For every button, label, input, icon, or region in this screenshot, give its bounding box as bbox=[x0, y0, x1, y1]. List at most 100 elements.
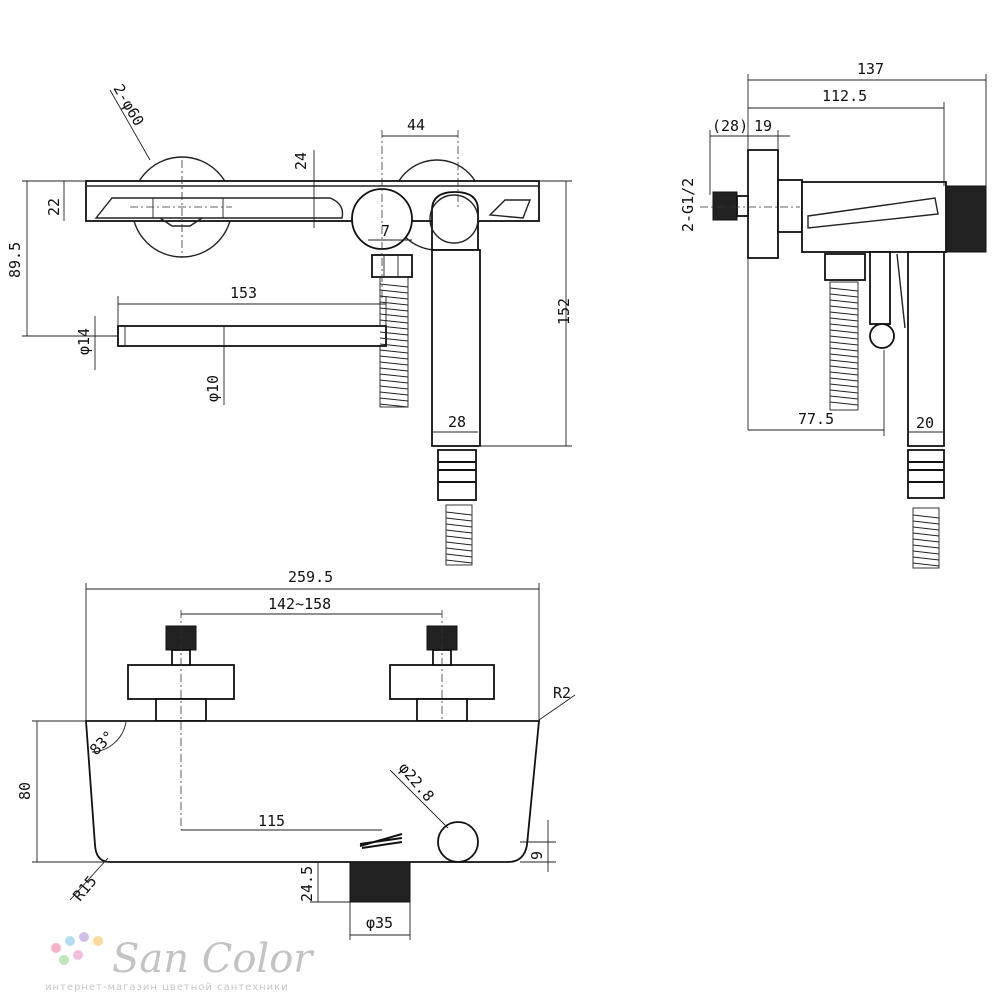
hand-shower bbox=[431, 249, 481, 447]
dim-153: 153 bbox=[230, 284, 257, 302]
logo-dot bbox=[79, 932, 89, 942]
logo-dot bbox=[65, 936, 75, 946]
temperature-knob bbox=[945, 185, 987, 253]
logo-dot bbox=[51, 943, 61, 953]
hose-coil-line bbox=[829, 389, 859, 394]
dim-phi10: φ10 bbox=[204, 375, 222, 402]
hose-coil-line bbox=[379, 349, 409, 354]
hose-coil-line bbox=[379, 367, 409, 372]
dim-19: 19 bbox=[754, 117, 772, 135]
top-body bbox=[85, 720, 540, 863]
dim-259-5: 259.5 bbox=[288, 568, 333, 586]
front-view: 2-φ60 44 24 22 89.5 7 153 152 φ14 φ10 28 bbox=[6, 81, 573, 566]
hose-coil-line bbox=[912, 526, 940, 531]
logo-dot bbox=[59, 955, 69, 965]
hose-coil-line bbox=[912, 556, 940, 561]
hose-coil-line bbox=[379, 307, 409, 312]
hose-coil-line bbox=[829, 293, 859, 298]
hose-coil-line bbox=[912, 550, 940, 555]
hose-coil-line bbox=[829, 347, 859, 352]
hose-coil-line bbox=[379, 355, 409, 360]
dim-2phi60: 2-φ60 bbox=[110, 81, 148, 129]
hose-coil-line bbox=[379, 361, 409, 366]
side-view: 137 112.5 (28) 19 2-G1/2 77.5 20 bbox=[679, 60, 987, 569]
brand-logo-text: San Color bbox=[112, 936, 315, 982]
dim-80: 80 bbox=[16, 782, 34, 800]
top-view: 259.5 142~158 R2 83° 80 φ22.8 115 9 R15 … bbox=[16, 568, 576, 940]
hose-coil-line bbox=[379, 385, 409, 390]
hose-coil-line bbox=[445, 541, 473, 546]
dim-24-5: 24.5 bbox=[298, 866, 316, 902]
hose-coil-line bbox=[379, 379, 409, 384]
dim-r15: R15 bbox=[69, 872, 100, 904]
hose-coil-line bbox=[912, 520, 940, 525]
dim-22: 22 bbox=[45, 198, 63, 216]
dim-phi35: φ35 bbox=[366, 914, 393, 932]
hose-coil-line bbox=[379, 289, 409, 294]
hose-coil-line bbox=[379, 391, 409, 396]
dim-2-g1-2: 2-G1/2 bbox=[679, 178, 697, 232]
dim-r2: R2 bbox=[553, 684, 571, 702]
dim-24: 24 bbox=[292, 152, 310, 170]
hose-coil-line bbox=[829, 353, 859, 358]
hose-coil-line bbox=[379, 283, 409, 288]
dim-112-5: 112.5 bbox=[822, 87, 867, 105]
dim-137: 137 bbox=[857, 60, 884, 78]
spout-outlet bbox=[94, 197, 344, 219]
dim-7: 7 bbox=[381, 222, 390, 240]
hose-coil-line bbox=[912, 562, 940, 567]
top-diverter bbox=[437, 821, 479, 863]
dim-phi14: φ14 bbox=[75, 328, 93, 355]
hose-coil-line bbox=[379, 337, 409, 342]
hose-coil-line bbox=[379, 319, 409, 324]
g12-thread bbox=[712, 191, 738, 221]
hose-coil-line bbox=[379, 295, 409, 300]
hand-pipe bbox=[117, 325, 387, 347]
hose-coil-line bbox=[445, 559, 473, 564]
hose-coil-line bbox=[829, 395, 859, 400]
dim-142-158: 142~158 bbox=[268, 595, 331, 613]
hose-coil-line bbox=[829, 371, 859, 376]
watermark: San Color интернет-магазин цветной санте… bbox=[45, 932, 315, 993]
hose-coil-line bbox=[445, 553, 473, 558]
side-body bbox=[801, 181, 947, 253]
diverter-lever bbox=[869, 251, 891, 325]
hose-coil-line bbox=[445, 535, 473, 540]
hose-coil-line bbox=[912, 544, 940, 549]
dim-44: 44 bbox=[407, 116, 425, 134]
hose-fitting bbox=[437, 449, 477, 501]
hose-coil-line bbox=[379, 313, 409, 318]
dim-89-5: 89.5 bbox=[6, 242, 24, 278]
hose-coil-line bbox=[379, 343, 409, 348]
hose-coil-side bbox=[829, 281, 859, 411]
hose-coil-line bbox=[829, 329, 859, 334]
hose-coil-line bbox=[829, 383, 859, 388]
wall-plate bbox=[747, 149, 779, 259]
hose-coil-line bbox=[379, 373, 409, 378]
hose-coil-line bbox=[379, 397, 409, 402]
lever-ball bbox=[869, 323, 895, 349]
dim-28-front: 28 bbox=[448, 413, 466, 431]
dim-152: 152 bbox=[555, 298, 573, 325]
hose-coil-line bbox=[379, 331, 409, 336]
hose-coil-line bbox=[379, 403, 409, 408]
top-knob bbox=[349, 861, 411, 903]
hose-coil-line bbox=[829, 299, 859, 304]
hose-coil-line bbox=[829, 305, 859, 310]
logo-dot bbox=[73, 950, 83, 960]
hose-coil-line bbox=[912, 514, 940, 519]
side-hose-fitting bbox=[907, 449, 945, 499]
hose-coil-line bbox=[445, 529, 473, 534]
side-hose-nut bbox=[824, 253, 866, 281]
logo-dot bbox=[93, 936, 103, 946]
hose-coil-line bbox=[379, 325, 409, 330]
hose-coil-line bbox=[379, 301, 409, 306]
hose-coil-line bbox=[445, 511, 473, 516]
hose-coil-line bbox=[445, 523, 473, 528]
hose-coil-line bbox=[912, 532, 940, 537]
hose-coil-line bbox=[912, 538, 940, 543]
side-hand-shower bbox=[907, 251, 945, 447]
eccentric-nut bbox=[777, 179, 803, 233]
hose-coil-line bbox=[829, 317, 859, 322]
